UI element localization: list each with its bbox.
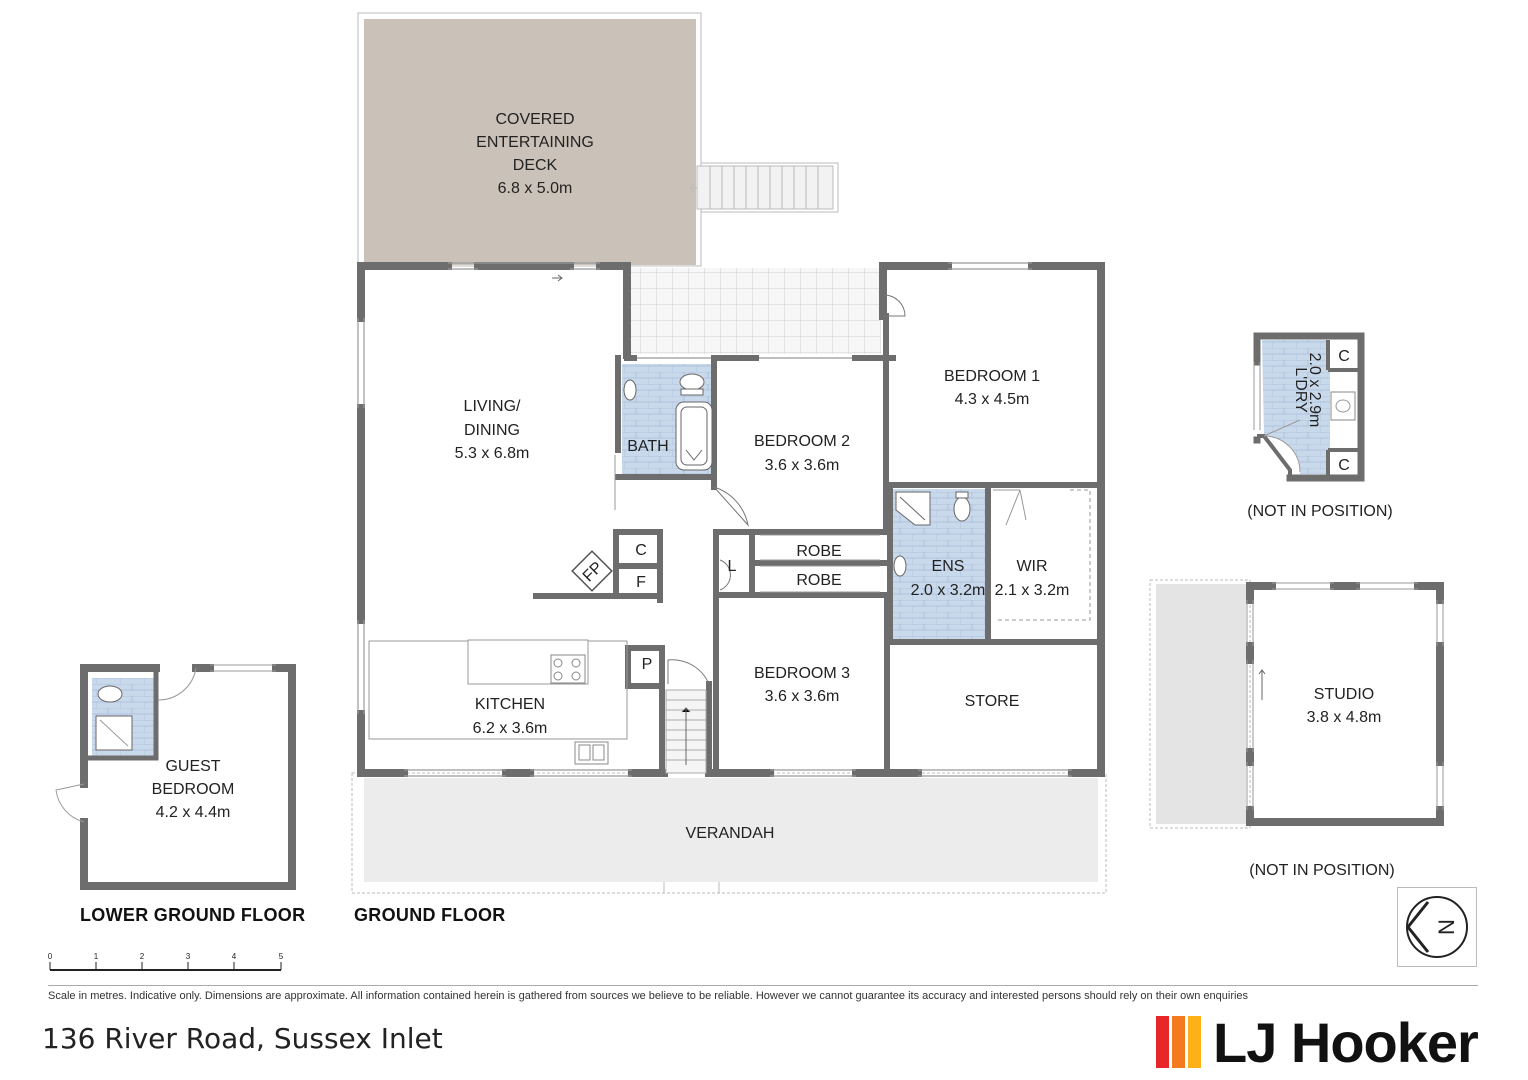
ground-floor: LIVING/ DINING 5.3 x 6.8m BATH BEDROOM 2… <box>351 262 1107 894</box>
scale-tick-2: 2 <box>140 952 145 961</box>
fridge-label: F <box>636 574 646 591</box>
scale-tick-0: 0 <box>48 952 53 961</box>
guest-label-2: BEDROOM <box>152 781 235 798</box>
lower-ground-floor-heading: LOWER GROUND FLOOR <box>80 905 306 925</box>
compass: N <box>1397 887 1477 967</box>
brand-bar-red <box>1156 1016 1169 1068</box>
kitchen-label: KITCHEN <box>475 696 545 713</box>
north-arrow-icon: N <box>1406 896 1468 958</box>
scale-tick-4: 4 <box>232 952 237 961</box>
linen-label: L <box>728 558 737 575</box>
living-label-2: DINING <box>464 422 520 439</box>
pantry-label: P <box>642 656 653 673</box>
guest-dims: 4.2 x 4.4m <box>156 804 231 821</box>
studio-label: STUDIO <box>1314 686 1374 703</box>
studio-dims: 3.8 x 4.8m <box>1307 709 1382 726</box>
laundry: L'DRY 2.0 x 2.9m C C (NOT IN POSITION) <box>1247 332 1393 520</box>
covered-deck: COVERED ENTERTAINING DECK 6.8 x 5.0m <box>357 12 839 267</box>
bedroom2-dims: 3.6 x 3.6m <box>765 457 840 474</box>
laundry-dims: 2.0 x 2.9m <box>1306 353 1323 428</box>
compass-letter: N <box>1434 919 1459 935</box>
brand-bars-icon <box>1156 1016 1201 1068</box>
scale-bar: 0 1 2 3 4 5 <box>48 952 284 971</box>
bedroom2-label: BEDROOM 2 <box>754 433 850 450</box>
store-label: STORE <box>965 693 1020 710</box>
deck-label-2: ENTERTAINING <box>476 134 594 151</box>
ensuite-label: ENS <box>932 558 965 575</box>
scale-tick-5: 5 <box>279 952 284 961</box>
bedroom1-label: BEDROOM 1 <box>944 368 1040 385</box>
wir-label: WIR <box>1016 558 1047 575</box>
internal-stairs <box>665 689 707 774</box>
robe-label-1: ROBE <box>796 543 841 560</box>
laundry-position-note: (NOT IN POSITION) <box>1247 503 1392 520</box>
brand-bar-yellow <box>1188 1016 1201 1068</box>
deck-stairs <box>689 165 834 210</box>
living-label-1: LIVING/ <box>464 398 521 415</box>
robe-label-2: ROBE <box>796 572 841 589</box>
disclaimer: Scale in metres. Indicative only. Dimens… <box>48 990 1249 1002</box>
floor-plan: COVERED ENTERTAINING DECK 6.8 x 5.0m <box>48 12 1444 971</box>
tiled-area <box>627 268 881 354</box>
brand-name: LJ Hooker <box>1213 1010 1479 1074</box>
brand-bar-orange <box>1172 1016 1185 1068</box>
verandah <box>364 778 1098 882</box>
ensuite-dims: 2.0 x 3.2m <box>911 582 986 599</box>
bath-label: BATH <box>627 438 668 455</box>
bedroom3-dims: 3.6 x 3.6m <box>765 688 840 705</box>
laundry-cupboard-2: C <box>1338 457 1350 474</box>
deck-label-3: DECK <box>513 157 558 174</box>
bedroom1-dims: 4.3 x 4.5m <box>955 391 1030 408</box>
fireplace <box>571 550 613 592</box>
kitchen-dims: 6.2 x 3.6m <box>473 720 548 737</box>
brand-logo: LJ Hooker <box>1156 1010 1479 1074</box>
property-address: 136 River Road, Sussex Inlet <box>42 1022 443 1055</box>
bedroom3-label: BEDROOM 3 <box>754 665 850 682</box>
lower-ground-floor: GUEST BEDROOM 4.2 x 4.4m <box>55 664 296 890</box>
footer-rule <box>48 985 1478 986</box>
studio: STUDIO 3.8 x 4.8m (NOT IN POSITION) <box>1149 579 1444 879</box>
deck-dims: 6.8 x 5.0m <box>498 180 573 197</box>
wir-dims: 2.1 x 3.2m <box>995 582 1070 599</box>
living-dims: 5.3 x 6.8m <box>455 445 530 462</box>
scale-tick-1: 1 <box>94 952 99 961</box>
kitchen-sink-icon <box>574 741 609 765</box>
laundry-cupboard-1: C <box>1338 348 1350 365</box>
cupboard-label: C <box>635 542 647 559</box>
studio-position-note: (NOT IN POSITION) <box>1249 862 1394 879</box>
laundry-label: L'DRY <box>1292 367 1309 413</box>
scale-tick-3: 3 <box>186 952 191 961</box>
verandah-label: VERANDAH <box>686 825 775 842</box>
guest-label-1: GUEST <box>165 758 220 775</box>
ground-floor-heading: GROUND FLOOR <box>354 905 506 925</box>
deck-label-1: COVERED <box>495 111 574 128</box>
